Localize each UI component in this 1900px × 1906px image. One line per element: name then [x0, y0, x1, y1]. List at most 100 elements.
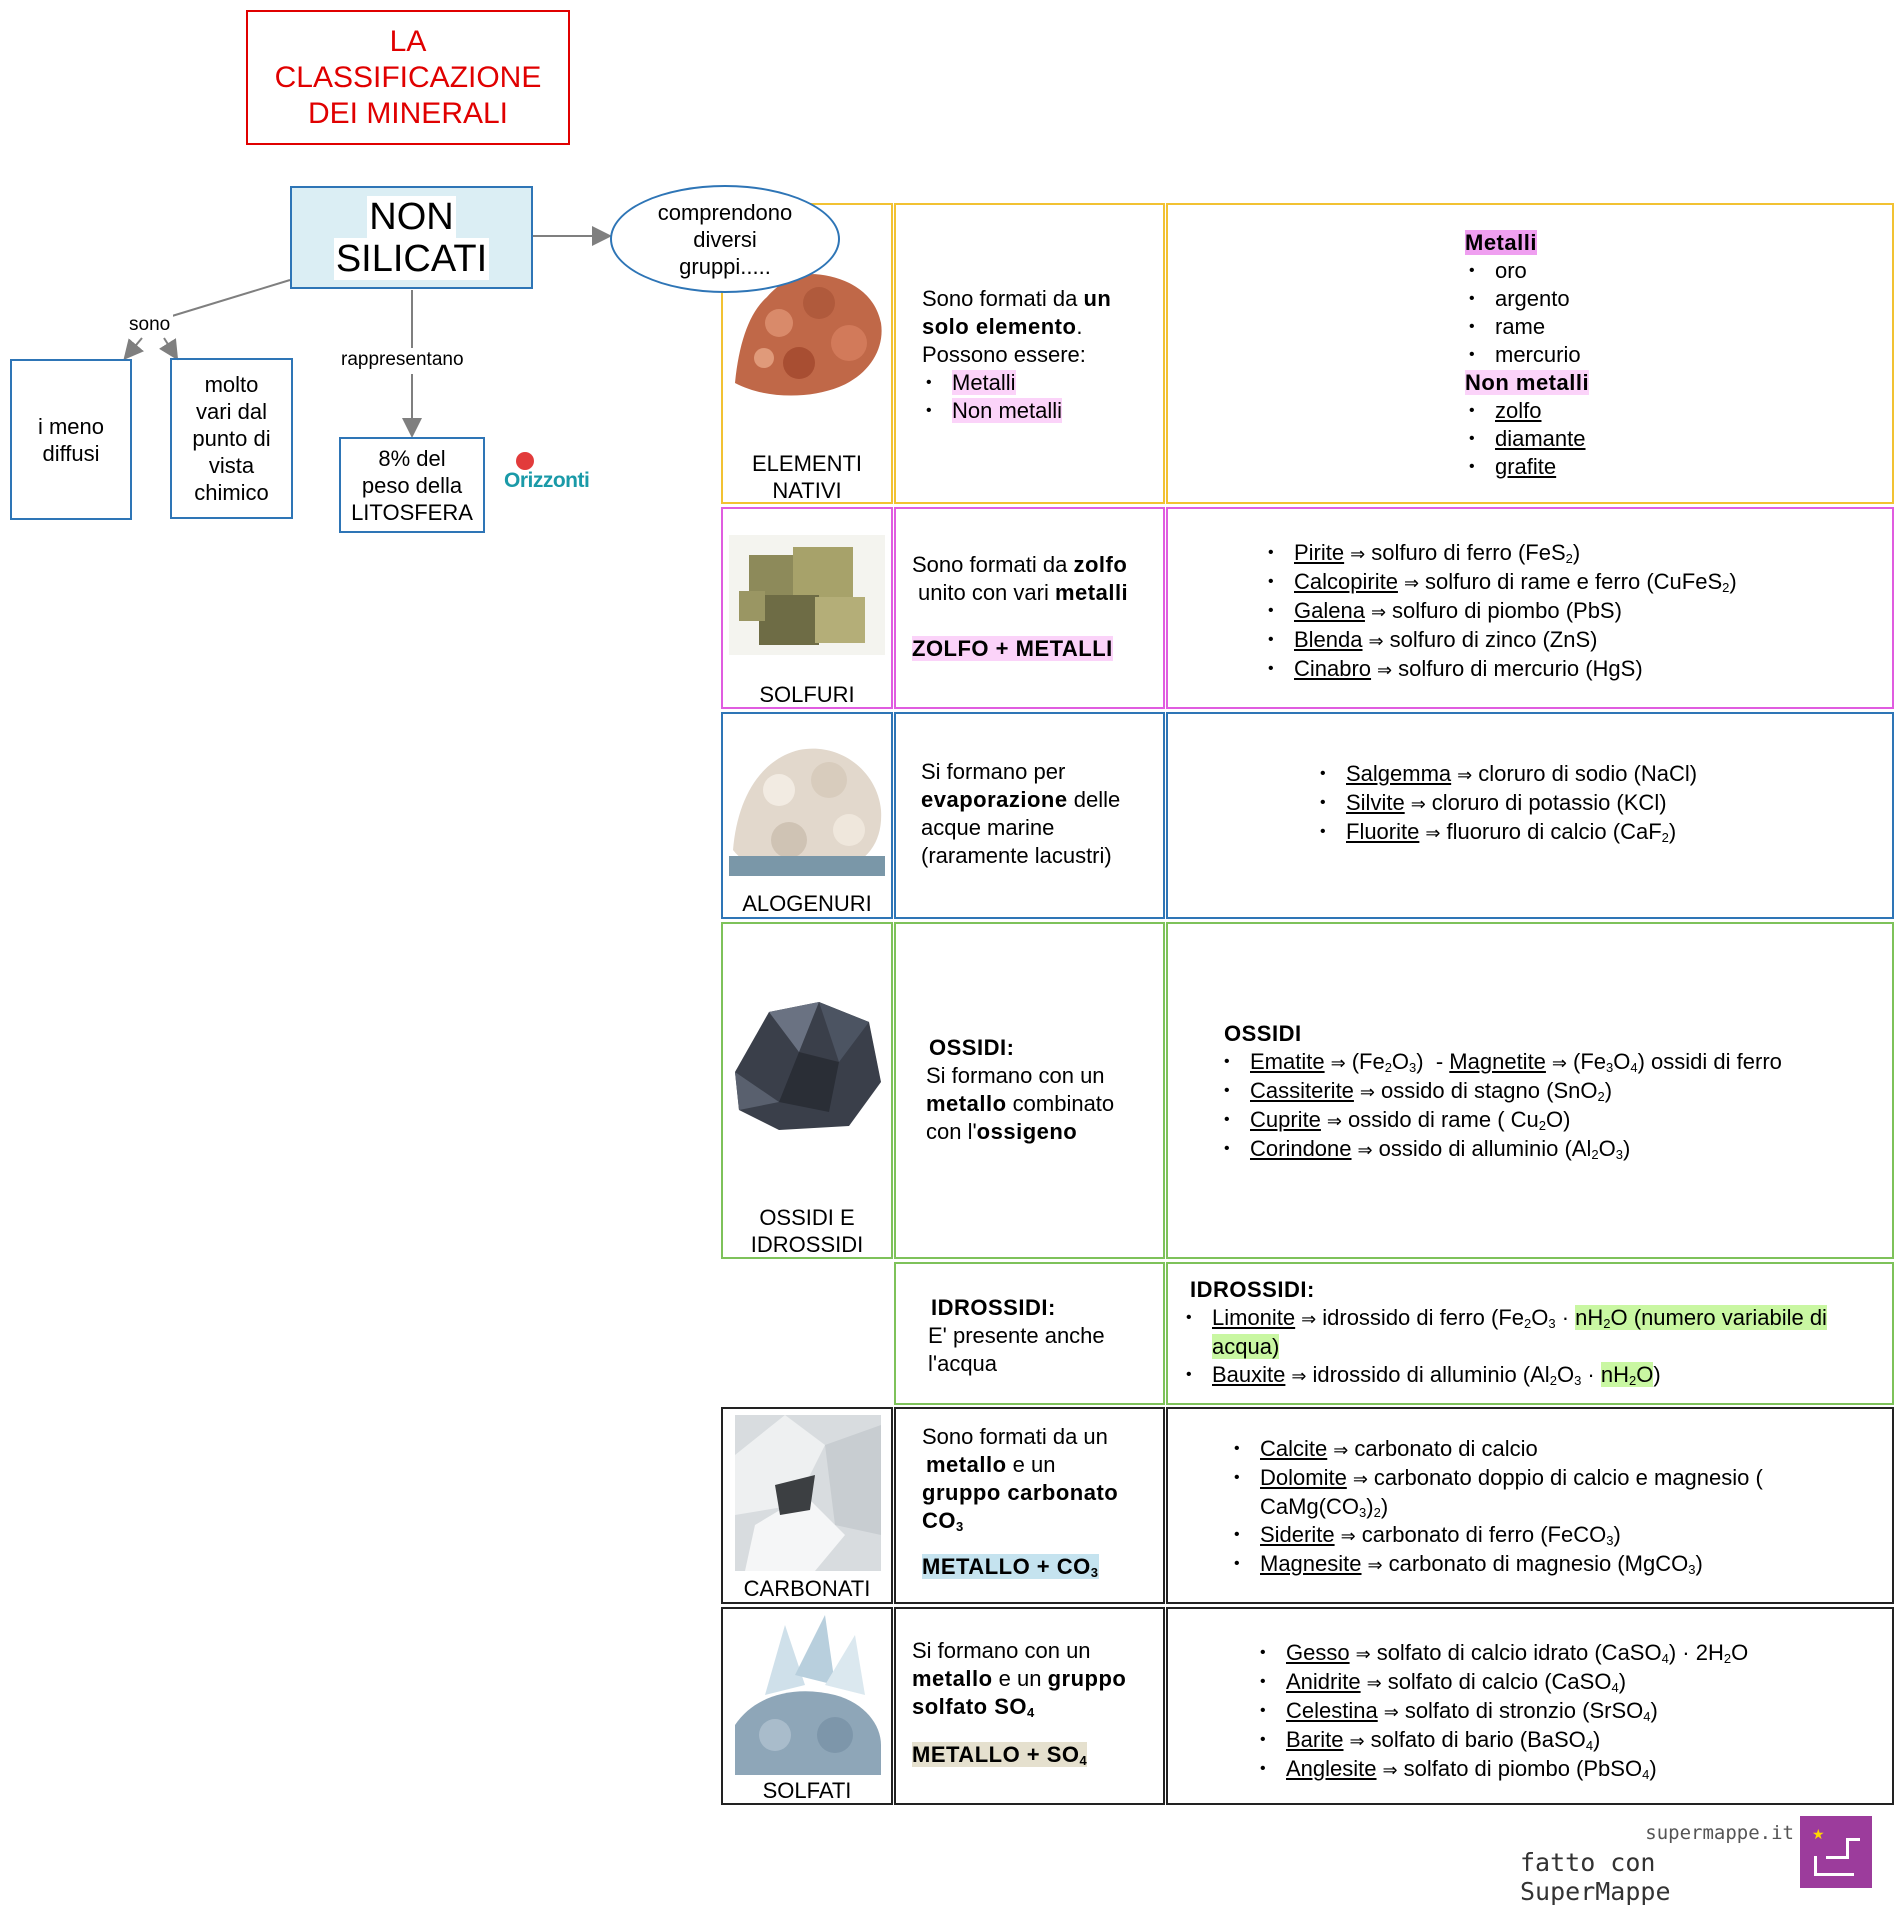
- carbonati-formula: METALLO + CO3: [922, 1554, 1099, 1580]
- nativi-bullet-non-metalli: Non metalli: [922, 397, 1163, 425]
- vari-l5: chimico: [194, 480, 269, 505]
- nativi-d1: Sono formati da: [922, 286, 1084, 311]
- supermappe-logo-icon: ★: [1800, 1816, 1872, 1888]
- map-title: LA CLASSIFICAZIONE DEI MINERALI: [246, 10, 570, 145]
- idrossidi-d-head: IDROSSIDI:: [931, 1295, 1056, 1320]
- logo-text: Orizzonti: [504, 469, 590, 492]
- cell-alogenuri-image: ALOGENURI: [721, 712, 893, 919]
- solfati-d2b2: gruppo: [1047, 1666, 1127, 1691]
- vari-l2: vari dal: [196, 399, 267, 424]
- box-molto-vari: molto vari dal punto di vista chimico: [170, 358, 293, 519]
- calcite-photo: [735, 1415, 881, 1571]
- ossidi-name-1: OSSIDI E: [759, 1205, 855, 1230]
- cell-idrossidi-examples: IDROSSIDI: Limonite⇒idrossido di ferro (…: [1166, 1262, 1894, 1405]
- footer-supermappe: supermappe.it fatto con SuperMappe ★: [1520, 1814, 1880, 1906]
- alogenuri-d2: delle: [1067, 787, 1121, 812]
- list-item: Corindone⇒ossido di alluminio (Al2O3): [1220, 1135, 1892, 1164]
- list-item: Limonite⇒idrossido di ferro (Fe2O3 · nH2…: [1182, 1304, 1882, 1361]
- title-line-3: DEI MINERALI: [307, 96, 509, 130]
- list-item: Siderite⇒carbonato di ferro (FeCO3): [1230, 1521, 1872, 1550]
- list-item: grafite: [1465, 453, 1892, 481]
- box-meno-diffusi: i meno diffusi: [10, 359, 132, 520]
- cell-solfuri-description: Sono formati da zolfo unito con vari met…: [894, 507, 1165, 709]
- list-item: diamante: [1465, 425, 1892, 453]
- carbonati-d4b: CO: [922, 1508, 956, 1533]
- nativi-d2b: solo elemento: [922, 314, 1077, 339]
- cell-ossidi-image: OSSIDI E IDROSSIDI: [721, 922, 893, 1259]
- nativi-name-2: NATIVI: [772, 478, 842, 503]
- celestine-photo: [735, 1615, 881, 1775]
- nativi-nonmetalli-head: Non metalli: [1465, 370, 1590, 395]
- footer-site: supermappe.it: [1645, 1822, 1794, 1844]
- list-item: Celestina⇒solfato di stronzio (SrSO4): [1256, 1697, 1892, 1726]
- solfati-d2b: metallo: [912, 1666, 993, 1691]
- list-item: Anidrite⇒solfato di calcio (CaSO4): [1256, 1668, 1892, 1697]
- nativi-b2: Non metalli: [952, 398, 1063, 423]
- ossidi-d2b: metallo: [926, 1091, 1007, 1116]
- main-line-2: SILICATI: [333, 237, 490, 280]
- ellipse-l3: gruppi.....: [679, 253, 771, 279]
- halite-photo: [729, 730, 885, 876]
- peso-l2: peso della: [361, 472, 463, 498]
- list-item: oro: [1465, 257, 1892, 285]
- list-item: Anglesite⇒solfato di piombo (PbSO4): [1256, 1755, 1892, 1784]
- cell-solfati-description: Si formano con un metallo e un gruppo so…: [894, 1607, 1165, 1805]
- cell-nativi-image: ELEMENTI NATIVI: [721, 203, 893, 504]
- solfati-d1: Si formano con un: [912, 1638, 1091, 1663]
- title-line-2: CLASSIFICAZIONE: [274, 60, 542, 94]
- vari-l4: vista: [208, 453, 255, 478]
- carbonati-d3b: gruppo carbonato: [922, 1480, 1119, 1505]
- nativi-name-1: ELEMENTI: [751, 451, 863, 476]
- cell-solfuri-image: SOLFURI: [721, 507, 893, 709]
- alogenuri-name: ALOGENURI: [742, 891, 872, 916]
- list-item: Bauxite⇒idrossido di alluminio (Al2O3 · …: [1182, 1361, 1882, 1390]
- cell-ossidi-examples: OSSIDI Ematite⇒(Fe2O3) - Magnetite⇒(Fe3O…: [1166, 922, 1894, 1259]
- alogenuri-d4: (raramente lacustri): [921, 843, 1112, 868]
- list-item: zolfo: [1465, 397, 1892, 425]
- list-item: Pirite⇒solfuro di ferro (FeS2): [1264, 539, 1892, 568]
- ossidi-d-head: OSSIDI:: [929, 1035, 1015, 1060]
- alogenuri-d2b: evaporazione: [921, 787, 1068, 812]
- idrossidi-d2: l'acqua: [928, 1351, 998, 1376]
- title-line-1: LA: [389, 24, 427, 58]
- cell-alogenuri-examples: Salgemma⇒cloruro di sodio (NaCl) Silvite…: [1166, 712, 1894, 919]
- ellipse-comprendono: comprendono diversi gruppi.....: [610, 185, 840, 293]
- cell-nativi-examples: Metalli oro argento rame mercurio Non me…: [1166, 203, 1894, 504]
- nativi-metalli-head: Metalli: [1465, 230, 1537, 255]
- solfuri-d2b: metalli: [1054, 580, 1129, 605]
- peso-l1: 8% del: [378, 445, 446, 471]
- vari-l3: punto di: [192, 426, 271, 451]
- list-item: Salgemma⇒cloruro di sodio (NaCl): [1316, 760, 1892, 789]
- nativi-d2: .: [1076, 314, 1083, 339]
- list-item: Blenda⇒solfuro di zinco (ZnS): [1264, 626, 1892, 655]
- link-rappresentano: rappresentano: [338, 349, 467, 371]
- list-item: argento: [1465, 285, 1892, 313]
- cell-carbonati-description: Sono formati da un metallo e un gruppo c…: [894, 1407, 1165, 1604]
- main-line-1: NON: [367, 195, 456, 238]
- alogenuri-d1: Si formano per: [921, 759, 1066, 784]
- list-item: Gesso⇒solfato di calcio idrato (CaSO4) ·…: [1256, 1639, 1892, 1668]
- carbonati-name: CARBONATI: [743, 1576, 871, 1601]
- carbonati-d2b: metallo: [926, 1452, 1007, 1477]
- magnetite-photo: [729, 992, 885, 1136]
- box-meno-diffusi-text: i meno diffusi: [37, 413, 105, 466]
- cell-nativi-description: Sono formati da un solo elemento. Posson…: [894, 203, 1165, 504]
- list-item: Silvite⇒cloruro di potassio (KCl): [1316, 789, 1892, 818]
- solfuri-d2: unito con vari: [918, 580, 1055, 605]
- solfati-d3b: solfato SO: [912, 1694, 1028, 1719]
- link-sono: sono: [126, 314, 174, 336]
- solfuri-name: SOLFURI: [759, 682, 855, 707]
- list-item: Dolomite⇒carbonato doppio di calcio e ma…: [1230, 1464, 1872, 1521]
- cell-solfati-image: SOLFATI: [721, 1607, 893, 1805]
- nativi-d3: Possono essere:: [922, 342, 1086, 367]
- ossidi-d1: Si formano con un: [926, 1063, 1105, 1088]
- idrossidi-r-head: IDROSSIDI:: [1190, 1277, 1315, 1302]
- list-item: Ematite⇒(Fe2O3) - Magnetite⇒(Fe3O4) ossi…: [1220, 1048, 1892, 1077]
- cell-solfati-examples: Gesso⇒solfato di calcio idrato (CaSO4) ·…: [1166, 1607, 1894, 1805]
- footer-made: fatto con SuperMappe: [1520, 1848, 1671, 1906]
- nativi-metalli-list: oro argento rame mercurio: [1465, 257, 1892, 369]
- logo-mark-icon: [516, 452, 534, 470]
- ellipse-l1: comprendono: [657, 199, 793, 225]
- list-item: Calcite⇒carbonato di calcio: [1230, 1435, 1872, 1464]
